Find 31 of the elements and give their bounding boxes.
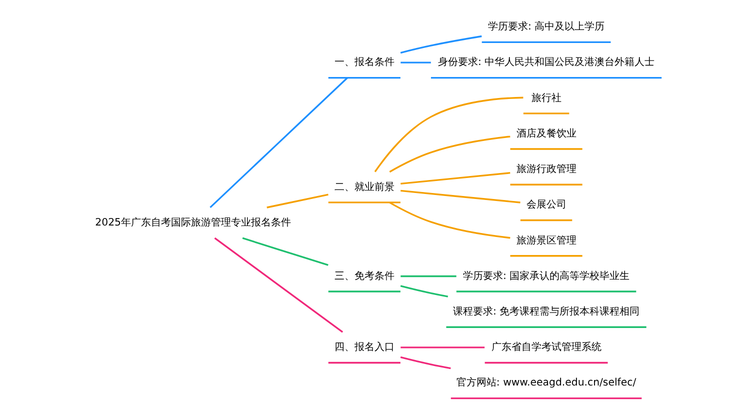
node-text: 身份要求: 中华人民共和国公民及港澳台外籍人士 bbox=[438, 57, 655, 68]
node-text: 官方网站: www.eeagd.edu.cn/selfec/ bbox=[456, 378, 636, 389]
connector bbox=[389, 136, 510, 173]
node-text: 旅游行政管理 bbox=[516, 164, 576, 176]
node-text: 旅游景区管理 bbox=[516, 235, 576, 246]
node-text: 课程要求: 免考课程需与所报本科课程相同 bbox=[452, 306, 640, 318]
node-text: 旅行社 bbox=[531, 92, 562, 104]
connector bbox=[266, 194, 328, 208]
node-text: 广东省自学考试管理系统 bbox=[491, 342, 602, 354]
connector bbox=[400, 35, 482, 54]
connector bbox=[400, 356, 451, 370]
connector bbox=[400, 190, 520, 204]
node-text: 学历要求: 国家承认的高等学校毕业生 bbox=[462, 270, 630, 282]
node-text: 会展公司 bbox=[526, 200, 566, 211]
connector bbox=[374, 96, 524, 172]
connector bbox=[400, 62, 431, 64]
node-text: 2025年广东自考国际旅游管理专业报名条件 bbox=[95, 217, 292, 228]
connector bbox=[242, 237, 328, 266]
connector bbox=[389, 202, 510, 239]
node-text: 酒店及餐饮业 bbox=[516, 128, 576, 140]
node-text: 四、报名入口 bbox=[334, 342, 394, 354]
node-text: 一、报名条件 bbox=[334, 57, 394, 68]
connector bbox=[210, 77, 348, 208]
node-text: 学历要求: 高中及以上学历 bbox=[488, 22, 605, 33]
connector bbox=[400, 172, 510, 185]
node-text: 三、免考条件 bbox=[334, 270, 394, 282]
node-text: 二、就业前景 bbox=[334, 182, 394, 193]
connector bbox=[400, 275, 456, 278]
connector bbox=[400, 285, 448, 298]
connector bbox=[214, 237, 344, 333]
connector bbox=[400, 346, 485, 348]
